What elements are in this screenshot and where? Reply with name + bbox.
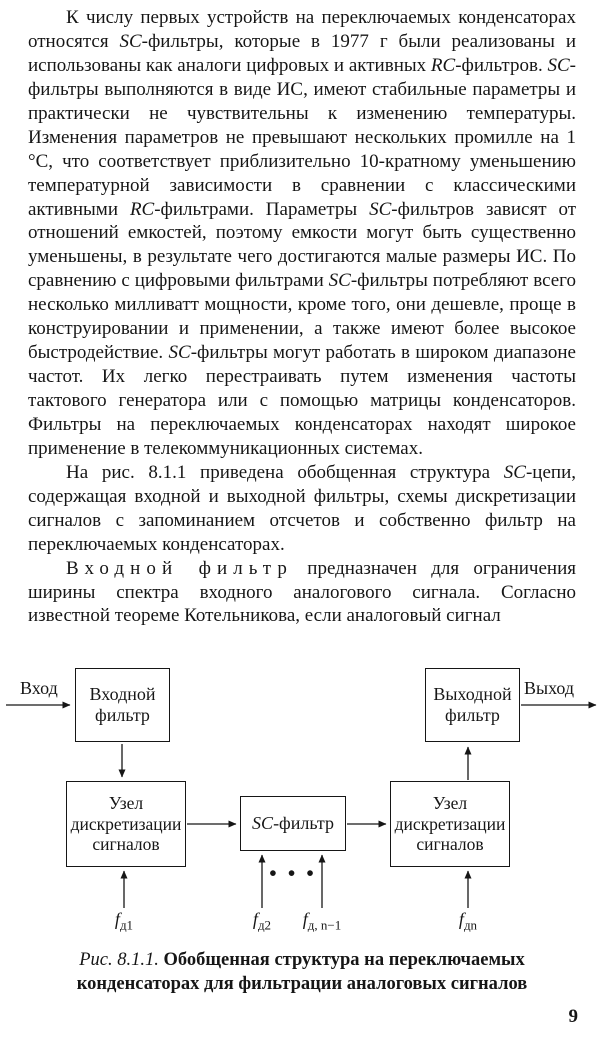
diagram-arrows: [6, 701, 597, 908]
input-label: Вход: [20, 678, 58, 698]
box-sc-filter: SC-фильтр: [240, 796, 346, 851]
freq-label-fd2: fд2: [252, 909, 272, 933]
box-output-filter-label: Выходной фильтр: [433, 683, 512, 725]
output-label: Выход: [524, 678, 575, 698]
box-sc-filter-label: SC-фильтр: [252, 812, 334, 833]
freq-label-fd1: fд1: [114, 909, 134, 933]
box-input-filter-label: Входной фильтр: [89, 683, 156, 725]
box-sampler-2-label: Узел дискретизации сигналов: [394, 793, 506, 855]
figure-caption: Рис. 8.1.1. Обобщенная структура на пере…: [76, 950, 528, 995]
box-input-filter: Входной фильтр: [75, 668, 170, 742]
paragraph-figure-ref: На рис. 8.1.1 приведена обобщенная струк…: [28, 461, 576, 555]
freq-label-fdn-1: fд, n−1: [302, 909, 342, 933]
box-output-filter: Выходной фильтр: [425, 668, 520, 742]
block-diagram: Вход Выход Входной фильтр Выходной фильт…: [0, 664, 604, 936]
box-sampler-1-label: Узел дискретизации сигналов: [70, 793, 182, 855]
figure-8-1-1: Вход Выход Входной фильтр Выходной фильт…: [0, 664, 604, 997]
box-sampler-1: Узел дискретизации сигналов: [66, 781, 186, 867]
page-number: 9: [568, 1006, 579, 1027]
freq-label-fdn: fдn: [458, 909, 478, 933]
box-sampler-2: Узел дискретизации сигналов: [390, 781, 510, 867]
body-text: К числу первых устройств на переключаемы…: [28, 6, 576, 628]
paragraph-input-filter: Входной фильтр предназначен для ограниче…: [28, 557, 576, 627]
ellipsis-dots: • • •: [269, 861, 317, 885]
paragraph-intro: К числу первых устройств на переключаемы…: [28, 7, 577, 459]
